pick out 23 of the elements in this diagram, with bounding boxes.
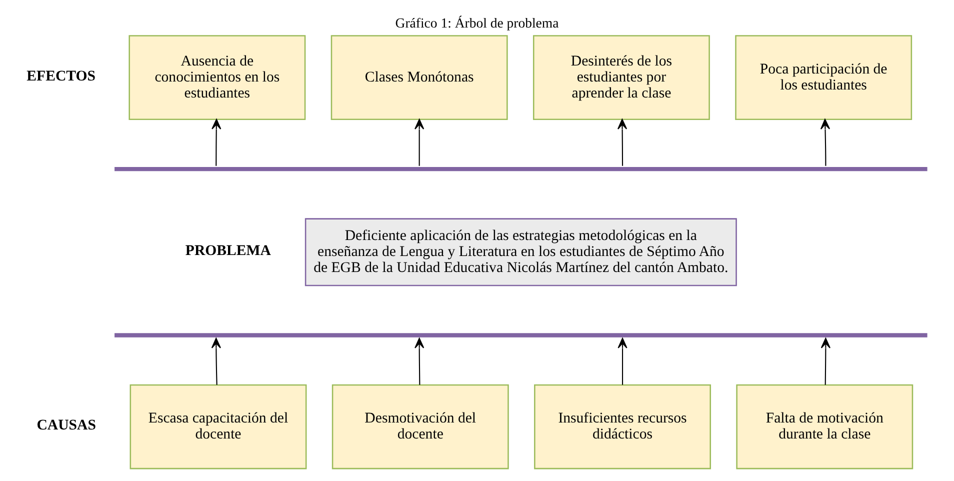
node-box: Desmotivación del docente — [332, 384, 509, 470]
arrow — [212, 118, 222, 166]
node-box: Clases Monótonas — [330, 35, 508, 120]
node-box: Poca participación de los estudiantes — [735, 35, 912, 120]
label: CAUSAS — [36, 418, 96, 434]
label: PROBLEMA — [185, 243, 271, 259]
arrow — [618, 338, 628, 385]
node-bar — [114, 333, 928, 338]
node-box: Ausencia de conocimientos en los estudiantes — [128, 35, 306, 120]
diagram-title: Gráfico 1: Árbol de problema — [395, 16, 559, 31]
node-bar — [114, 166, 928, 172]
arrow — [414, 118, 424, 166]
node-box: Insuficientes recursos didácticos — [534, 384, 711, 470]
node-box: Deficiente aplicación de las estrategias metodológicas en la enseñanza de Lengua y Literatura en los estudiantes de Séptimo Año de EGB de la Unidad Educativa Nicolás Martínez del cantón Ambato. — [304, 218, 737, 286]
label: EFECTOS — [26, 68, 96, 84]
arrow — [414, 338, 424, 385]
node-box: Desinterés de los estudiantes por aprender la clase — [532, 35, 710, 120]
node-box: Falta de motivación durante la clase — [736, 384, 914, 470]
arrow — [820, 118, 830, 166]
arrow — [617, 118, 628, 166]
arrow — [820, 338, 830, 385]
node-box: Escasa capacitación del docente — [130, 384, 307, 470]
arrow — [211, 338, 221, 385]
